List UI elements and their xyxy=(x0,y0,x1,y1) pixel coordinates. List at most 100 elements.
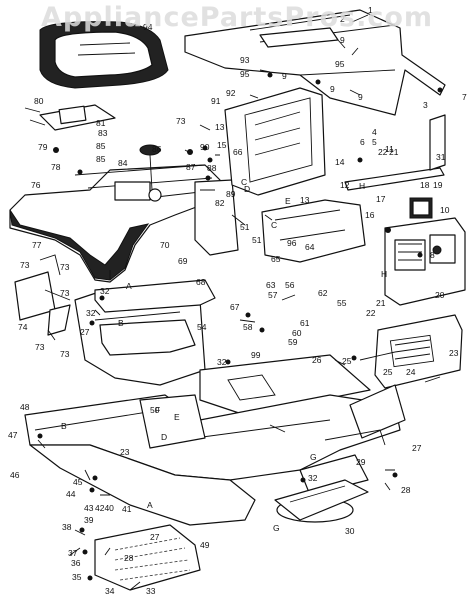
seat-part xyxy=(39,21,169,89)
part-label-69: 69 xyxy=(178,256,188,266)
part-label-12: 12 xyxy=(340,180,350,190)
part-label-82: 82 xyxy=(215,198,225,208)
part-label-91: 91 xyxy=(211,96,221,106)
part-label-7: 7 xyxy=(462,92,467,102)
headlight-housing-part xyxy=(384,197,466,306)
brace-part xyxy=(324,351,406,446)
frame-part xyxy=(24,394,401,526)
part-label-9: 9 xyxy=(330,84,335,94)
ref-letter-A: A xyxy=(147,500,153,510)
part-label-25: 25 xyxy=(383,367,393,377)
ref-letter-H: H xyxy=(359,181,365,191)
part-label-36: 36 xyxy=(71,558,81,568)
part-label-56: 56 xyxy=(285,280,295,290)
part-label-10: 10 xyxy=(440,205,450,215)
ref-letter-F: F xyxy=(155,405,160,415)
part-label-47: 47 xyxy=(8,430,18,440)
part-label-88: 88 xyxy=(207,163,217,173)
part-label-73: 73 xyxy=(20,260,30,270)
part-label-32: 32 xyxy=(100,286,110,296)
part-label-14: 14 xyxy=(335,157,345,167)
part-label-3: 3 xyxy=(423,100,428,110)
part-label-73: 73 xyxy=(176,116,186,126)
battery-tray-part xyxy=(74,279,216,386)
part-label-4: 4 xyxy=(372,127,377,137)
part-label-19: 19 xyxy=(433,180,443,190)
mid-panel-part xyxy=(261,199,366,263)
dash-panel-part xyxy=(224,87,326,196)
ref-letter-A: A xyxy=(126,281,132,291)
grille-part xyxy=(374,314,463,389)
control-knob-part xyxy=(139,144,161,191)
part-label-13: 13 xyxy=(215,122,225,132)
seat-bracket-part xyxy=(24,104,116,131)
part-label-41: 41 xyxy=(122,504,132,514)
part-label-57: 57 xyxy=(268,290,278,300)
part-label-44: 44 xyxy=(66,489,76,499)
part-label-85: 85 xyxy=(96,141,106,151)
part-label-27: 27 xyxy=(150,532,160,542)
part-label-27: 27 xyxy=(412,443,422,453)
part-label-46: 46 xyxy=(10,470,20,480)
fender-deck-part xyxy=(9,164,239,283)
part-label-6: 6 xyxy=(360,137,365,147)
ref-letter-G: G xyxy=(273,523,280,533)
part-label-28: 28 xyxy=(124,553,134,563)
part-label-92: 92 xyxy=(226,88,236,98)
part-label-51: 51 xyxy=(240,222,250,232)
lever-assembly-part xyxy=(14,254,71,336)
part-label-79: 79 xyxy=(38,142,48,152)
part-label-9: 9 xyxy=(282,71,287,81)
part-label-60: 60 xyxy=(292,328,302,338)
part-label-74: 74 xyxy=(18,322,28,332)
part-label-39: 39 xyxy=(84,515,94,525)
ref-letter-C: C xyxy=(241,177,247,187)
part-label-32: 32 xyxy=(86,308,96,318)
part-label-2: 2 xyxy=(340,14,345,24)
part-label-58: 58 xyxy=(243,322,253,332)
ref-letter-B: B xyxy=(118,318,124,328)
part-label-20: 20 xyxy=(435,290,445,300)
part-label-30: 30 xyxy=(345,526,355,536)
part-label-78: 78 xyxy=(51,162,61,172)
part-label-32: 32 xyxy=(308,473,318,483)
part-label-85: 85 xyxy=(96,154,106,164)
part-label-21: 21 xyxy=(376,298,386,308)
part-label-33: 33 xyxy=(146,586,156,596)
part-label-18: 18 xyxy=(420,180,430,190)
part-label-70: 70 xyxy=(160,240,170,250)
part-label-37: 37 xyxy=(68,548,78,558)
part-label-68: 68 xyxy=(196,277,206,287)
ref-letter-H: H xyxy=(381,269,387,279)
part-label-73: 73 xyxy=(60,349,70,359)
part-label-67: 67 xyxy=(230,302,240,312)
ref-letter-C: C xyxy=(271,220,277,230)
part-label-21: 21 xyxy=(389,147,399,157)
part-label-49: 49 xyxy=(200,540,210,550)
part-label-61: 61 xyxy=(300,318,310,328)
part-label-73: 73 xyxy=(35,342,45,352)
ref-letter-D: D xyxy=(244,184,250,194)
ref-letter-D: D xyxy=(161,432,167,442)
part-label-26: 26 xyxy=(312,355,322,365)
ref-letter-E: E xyxy=(285,196,291,206)
part-label-35: 35 xyxy=(72,572,82,582)
part-label-64: 64 xyxy=(305,242,315,252)
part-label-25: 25 xyxy=(342,356,352,366)
part-label-9: 9 xyxy=(340,35,345,45)
part-label-16: 16 xyxy=(365,210,375,220)
part-label-43: 43 xyxy=(84,503,94,513)
part-label-15: 15 xyxy=(217,140,227,150)
part-label-76: 76 xyxy=(31,180,41,190)
side-bracket-part xyxy=(344,114,446,191)
leader-lines xyxy=(37,14,441,591)
part-label-5: 5 xyxy=(372,137,377,147)
part-label-38: 38 xyxy=(62,522,72,532)
part-label-34: 34 xyxy=(105,586,115,596)
part-label-28: 28 xyxy=(401,485,411,495)
part-label-22: 22 xyxy=(366,308,376,318)
hardware-fasteners xyxy=(37,72,443,581)
